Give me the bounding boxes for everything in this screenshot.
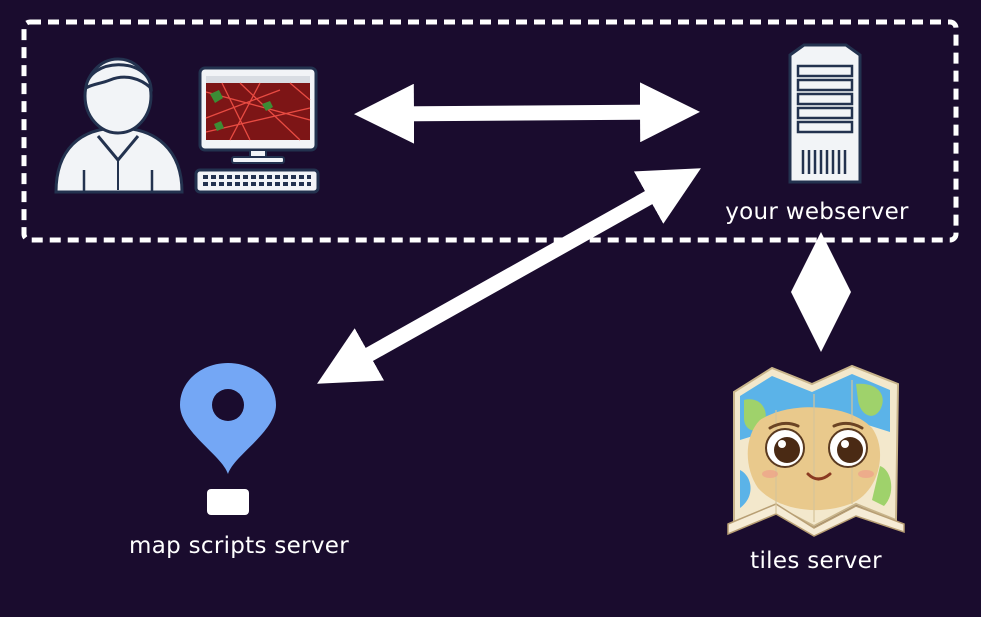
server-tower-icon: [788, 43, 862, 184]
map-pin-icon: [180, 363, 276, 515]
arrow-user-webserver: [354, 82, 700, 144]
tiles-server-label: tiles server: [750, 548, 882, 574]
webserver-label: your webserver: [725, 199, 909, 225]
keyboard-icon: [194, 168, 320, 194]
user-icon: [54, 57, 184, 194]
computer-monitor-icon: [198, 66, 318, 164]
arrow-webserver-scripts: [317, 168, 701, 384]
map-scripts-server-label: map scripts server: [128, 533, 349, 559]
map-character-icon: [727, 364, 905, 537]
